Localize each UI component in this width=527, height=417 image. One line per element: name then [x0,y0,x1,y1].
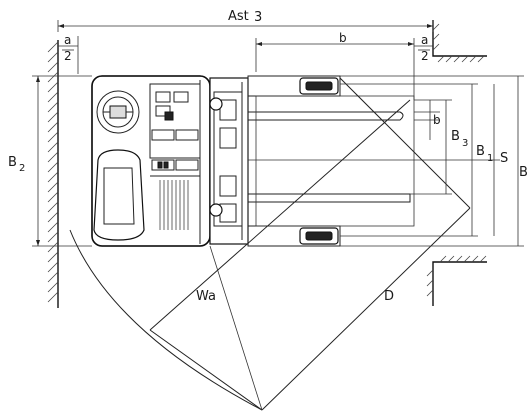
dimension-a2-left [58,36,79,74]
label-b2: B [8,155,17,170]
label-2-right: 2 [421,49,429,63]
fork-tines [248,111,411,203]
bottom-right-wall [426,255,487,306]
fork-outer-arms [247,75,341,247]
label-b-top: b [339,31,347,45]
label-b3: B [451,129,460,144]
dimension-b2 [32,75,92,247]
label-ast3-number: 3 [254,10,262,25]
label-s: S [500,151,508,166]
label-a-left: a [64,33,71,47]
label-2-left: 2 [64,49,72,63]
label-b2-sub: 2 [19,163,25,174]
label-b1-sub: 1 [487,153,493,164]
clearance-diagonals [69,77,471,411]
label-d: D [384,289,394,304]
mast-assembly [209,76,249,246]
dimension-a2-right [414,45,433,51]
label-b3-sub: 3 [462,138,468,149]
label-b-right: B [519,165,527,180]
label-a-right: a [421,33,428,47]
label-ast3: Ast [228,9,249,24]
right-dimensions [340,75,524,247]
dimension-b-top [255,38,415,100]
dimension-ast3 [57,20,434,32]
truck-body [91,75,211,247]
left-wall [47,40,59,308]
label-b-small: b [433,113,441,127]
load-outline [248,95,500,227]
label-b1: B [476,144,485,159]
top-right-wall [432,20,487,63]
label-wa: Wa [196,289,216,304]
